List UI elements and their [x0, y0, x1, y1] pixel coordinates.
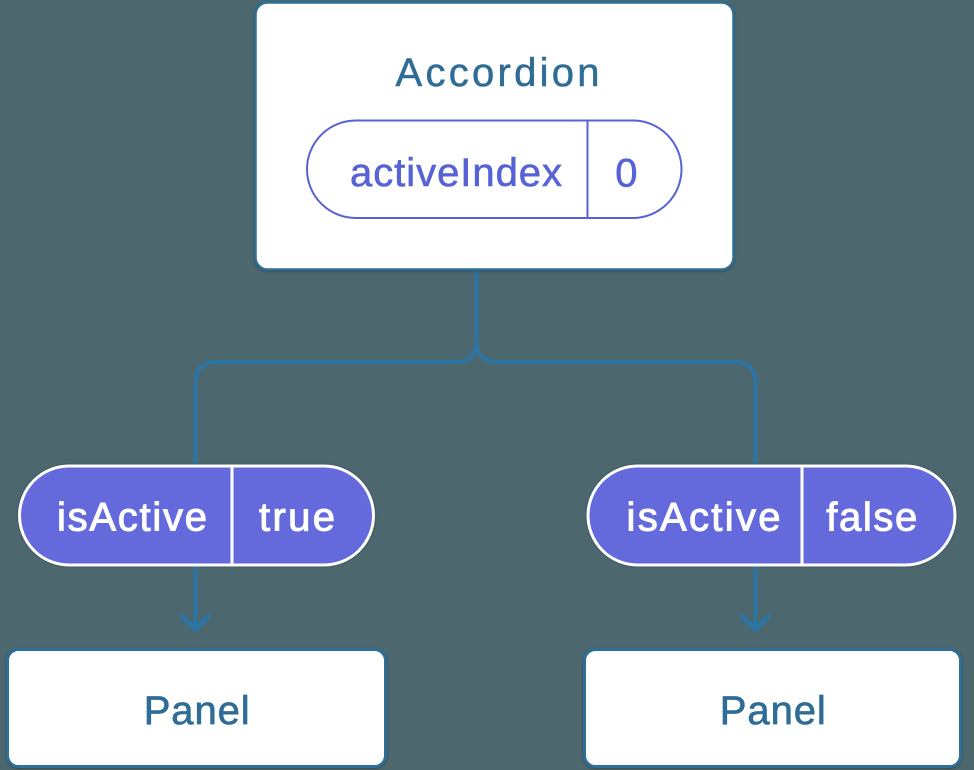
svg-text:isActive: isActive: [57, 496, 207, 540]
svg-text:Panel: Panel: [720, 689, 826, 733]
svg-text:isActive: isActive: [627, 496, 781, 540]
svg-text:Accordion: Accordion: [396, 51, 600, 95]
svg-text:false: false: [826, 496, 917, 540]
svg-text:Panel: Panel: [144, 689, 250, 733]
svg-text:0: 0: [615, 151, 637, 195]
svg-text:activeIndex: activeIndex: [350, 151, 562, 195]
